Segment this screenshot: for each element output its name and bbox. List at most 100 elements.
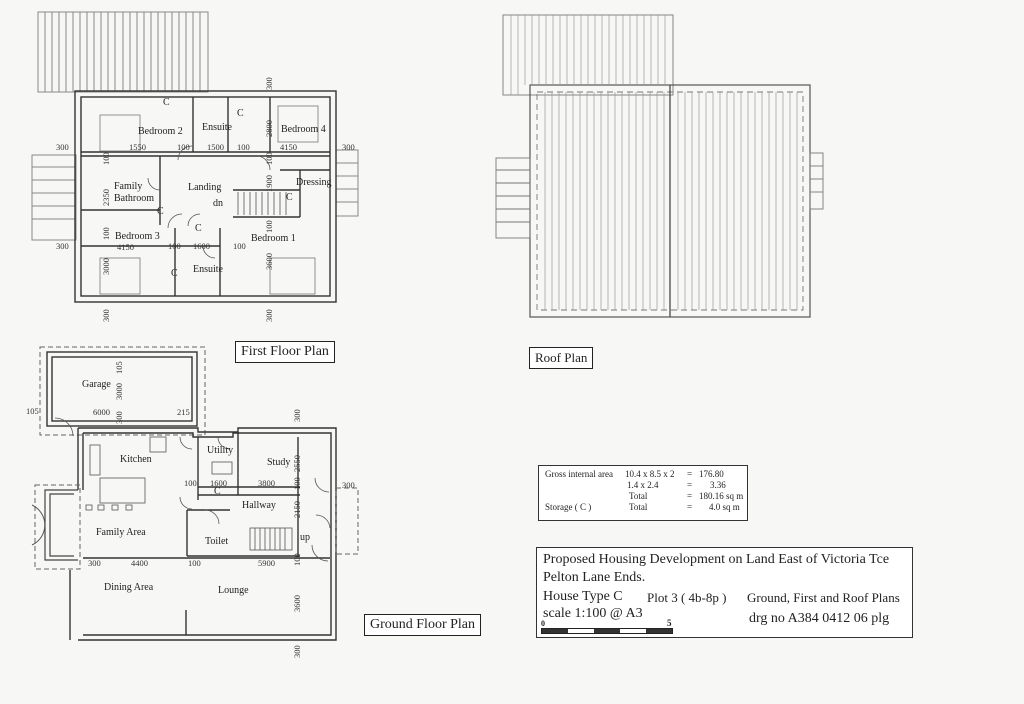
room-bedroom-3: Bedroom 3	[115, 231, 160, 242]
cupboard-label: C	[214, 486, 221, 497]
family-area-french-door	[31, 504, 46, 546]
dim-1550: 1550	[129, 142, 146, 152]
project-title: Proposed Housing Development on Land Eas…	[543, 552, 890, 567]
dim-100: 100	[188, 558, 201, 568]
first-floor-walls	[74, 90, 337, 303]
cupboard-label: C	[237, 108, 244, 119]
room-family-bathroom-line1: Family	[114, 181, 143, 192]
project-location: Pelton Lane Ends.	[543, 570, 646, 585]
cupboard-label: C	[163, 97, 170, 108]
ground-floor-doors	[54, 417, 331, 562]
room-kitchen: Kitchen	[120, 454, 152, 465]
dim-100: 100	[168, 241, 181, 251]
room-ensuite-bottom: Ensuite	[193, 264, 223, 275]
dim-5900: 5900	[258, 558, 275, 568]
dim-100: 100	[292, 553, 302, 566]
first-floor-roof-projection	[37, 11, 209, 93]
dim-2350: 2350	[101, 189, 111, 206]
area-label: Gross internal area	[545, 469, 613, 479]
dim-300: 300	[342, 142, 355, 152]
house-type: House Type C	[543, 589, 623, 604]
dim-100: 100	[233, 241, 246, 251]
dim-2550: 2550	[292, 455, 302, 472]
dim-1900: 1900	[264, 175, 274, 192]
roof-plan-title: Roof Plan	[529, 347, 594, 369]
dim-300: 300	[264, 77, 274, 90]
title-block: Proposed Housing Development on Land Eas…	[536, 547, 913, 638]
area-calc: 1.4 x 2.4	[627, 480, 659, 490]
room-hallway: Hallway	[242, 500, 276, 511]
dim-100: 100	[237, 142, 250, 152]
first-floor-porch-right	[335, 149, 359, 217]
dim-300: 300	[342, 480, 355, 490]
dim-300: 300	[264, 309, 274, 322]
dim-300: 300	[292, 645, 302, 658]
room-dressing: Dressing	[296, 177, 332, 188]
dim-3000: 3000	[101, 258, 111, 275]
dim-105: 105	[114, 361, 124, 374]
room-lounge: Lounge	[218, 585, 249, 596]
scale-bar-end: 5	[667, 618, 672, 628]
dim-100: 100	[264, 152, 274, 165]
dim-6000: 6000	[93, 407, 110, 417]
dim-1600: 1600	[193, 241, 210, 251]
ground-floor-stairs	[249, 527, 293, 551]
area-schedule: Gross internal area 10.4 x 8.5 x 2 = 176…	[538, 465, 748, 521]
porch-dashed-outline	[335, 487, 359, 555]
area-value: 3.36	[710, 480, 726, 490]
kitchen-units	[85, 436, 233, 511]
area-eq: =	[687, 469, 693, 479]
area-value: 176.80	[699, 469, 724, 479]
scale-bar-start: 0	[541, 619, 545, 628]
dim-300: 300	[56, 241, 69, 251]
ground-floor-plan-title: Ground Floor Plan	[364, 614, 481, 636]
dim-4150: 4150	[117, 242, 134, 252]
dim-4150: 4150	[280, 142, 297, 152]
family-area-dashed-outline	[34, 484, 81, 570]
first-floor-stairs	[237, 192, 287, 215]
area-label: Storage ( C )	[545, 502, 592, 512]
cupboard-label: C	[157, 206, 164, 217]
dim-300: 300	[101, 309, 111, 322]
area-value: 4.0 sq m	[709, 502, 740, 512]
dim-1600: 1600	[210, 478, 227, 488]
room-dining-area: Dining Area	[104, 582, 154, 593]
dim-100: 100	[177, 142, 190, 152]
first-floor-plan-title: First Floor Plan	[235, 341, 335, 363]
area-eq: =	[687, 502, 693, 512]
family-area-bay	[44, 489, 78, 561]
dim-4400: 4400	[131, 558, 148, 568]
room-landing: Landing	[188, 182, 222, 193]
area-value: 180.16 sq m	[699, 491, 744, 501]
roof-plan-rafters	[510, 15, 798, 310]
dim-1500: 1500	[207, 142, 224, 152]
dim-105: 105	[26, 406, 39, 416]
area-calc: 10.4 x 8.5 x 2	[625, 469, 675, 479]
cupboard-label: C	[171, 268, 178, 279]
area-calc: Total	[629, 502, 648, 512]
first-floor-beds	[99, 105, 319, 295]
dim-215: 215	[177, 407, 190, 417]
room-ensuite-top: Ensuite	[202, 122, 232, 133]
dim-100: 100	[184, 478, 197, 488]
room-bedroom-2: Bedroom 2	[138, 126, 183, 137]
dim-100: 100	[101, 152, 111, 165]
dim-300: 300	[292, 409, 302, 422]
first-floor-doors	[147, 145, 271, 259]
plans-description: Ground, First and Roof Plans	[747, 590, 900, 605]
drawing-number: drg no A384 0412 06 plg	[749, 611, 890, 626]
dim-100: 100	[292, 477, 302, 490]
garage-dashed-outline	[39, 346, 206, 436]
dim-300: 300	[56, 142, 69, 152]
room-study: Study	[267, 457, 291, 468]
room-family-bathroom-line2: Bathroom	[114, 193, 154, 204]
plot-number: Plot 3 ( 4b-8p )	[647, 590, 727, 605]
dim-100: 100	[101, 227, 111, 240]
dim-100: 100	[264, 220, 274, 233]
dim-3800: 3800	[258, 478, 275, 488]
scale-text: scale 1:100 @ A3	[543, 606, 643, 621]
area-eq: =	[687, 480, 693, 490]
stair-up-label: up	[300, 532, 310, 543]
scale-bar	[541, 628, 673, 634]
